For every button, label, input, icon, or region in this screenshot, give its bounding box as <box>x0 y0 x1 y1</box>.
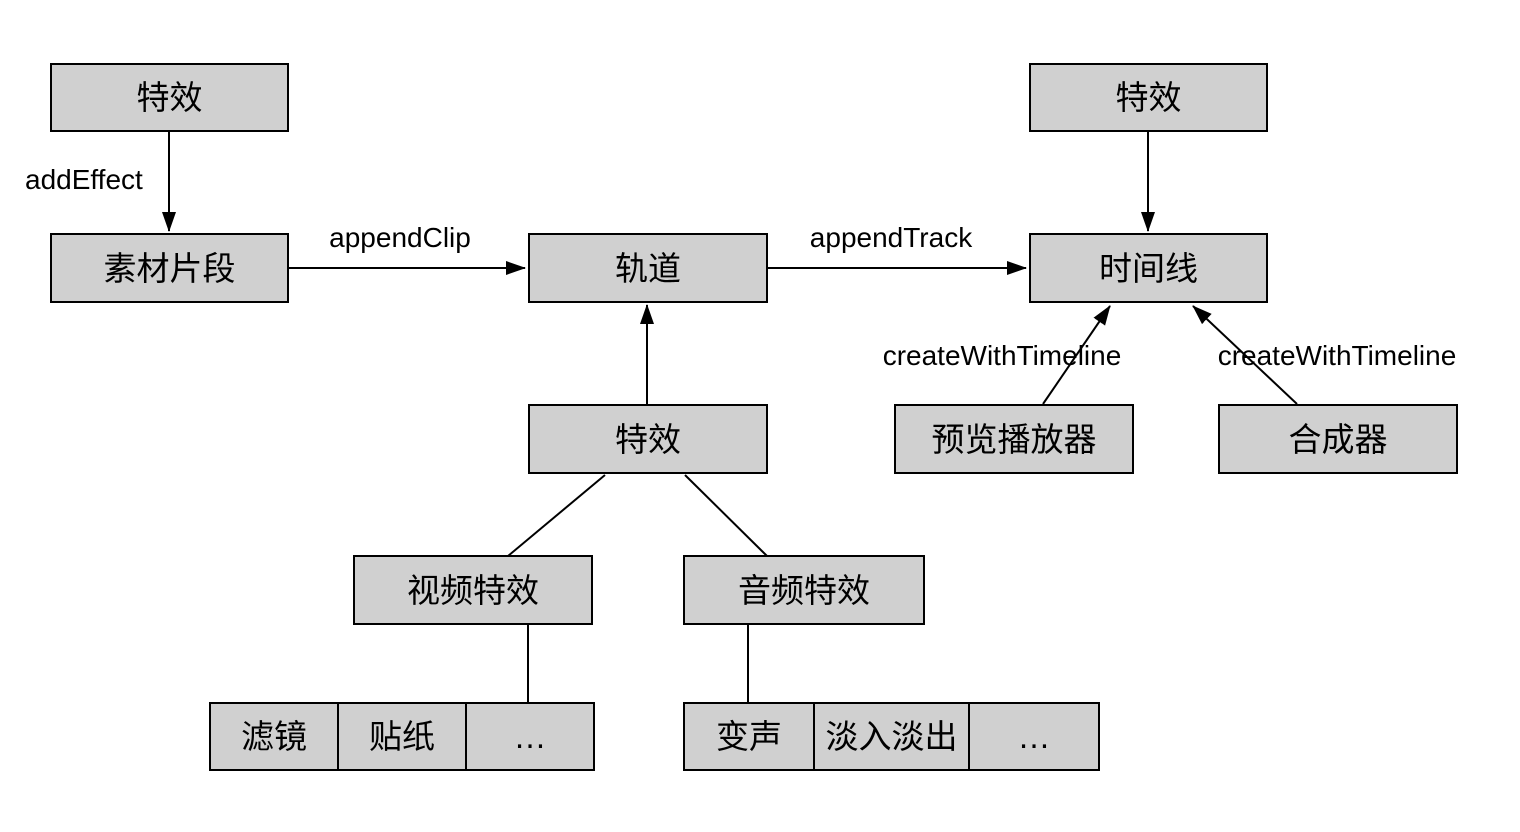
node-compositor: 合成器 <box>1218 404 1458 474</box>
video-effect-item-sticker: 贴纸 <box>337 702 467 771</box>
node-audio-effect: 音频特效 <box>683 555 925 625</box>
node-label: 合成器 <box>1288 420 1388 458</box>
node-clip: 素材片段 <box>50 233 289 303</box>
node-video-effect: 视频特效 <box>353 555 593 625</box>
node-label: 预览播放器 <box>931 420 1097 458</box>
audio-effect-item-more: … <box>968 702 1100 771</box>
video-effect-item-more: … <box>465 702 595 771</box>
node-label: 特效 <box>615 420 681 458</box>
edge-compositor-timeline-arrow <box>1192 305 1298 405</box>
node-label: 音频特效 <box>738 571 870 609</box>
node-preview-player: 预览播放器 <box>894 404 1134 474</box>
edge-label-addeffect: addEffect <box>25 164 143 196</box>
edge-label-appendclip: appendClip <box>329 222 471 254</box>
node-effect-top-right: 特效 <box>1029 63 1268 132</box>
audio-effect-item-fade: 淡入淡出 <box>813 702 970 771</box>
edge-effect-audioeffect-line <box>684 474 768 557</box>
node-label: 素材片段 <box>103 249 236 287</box>
node-label: 特效 <box>136 79 203 116</box>
video-effect-items-strip: 滤镜 贴纸 … <box>209 702 595 771</box>
node-timeline: 时间线 <box>1029 233 1268 303</box>
node-effect-top-left: 特效 <box>50 63 289 132</box>
edge-previewplayer-timeline-arrow <box>1042 305 1111 405</box>
edge-effect-videoeffect-line <box>507 474 606 557</box>
edge-label-appendtrack: appendTrack <box>809 222 973 254</box>
edge-label-createwithtimeline-left: createWithTimeline <box>882 340 1122 372</box>
audio-effect-item-voice-change: 变声 <box>683 702 815 771</box>
audio-effect-items-strip: 变声 淡入淡出 … <box>683 702 1100 771</box>
node-label: 时间线 <box>1099 249 1198 287</box>
video-effect-item-filter: 滤镜 <box>209 702 339 771</box>
node-label: 视频特效 <box>407 571 539 609</box>
node-track: 轨道 <box>528 233 768 303</box>
node-label: 轨道 <box>615 249 681 287</box>
node-label: 特效 <box>1115 79 1182 116</box>
edge-label-createwithtimeline-right: createWithTimeline <box>1217 340 1457 372</box>
node-effect-middle: 特效 <box>528 404 768 474</box>
